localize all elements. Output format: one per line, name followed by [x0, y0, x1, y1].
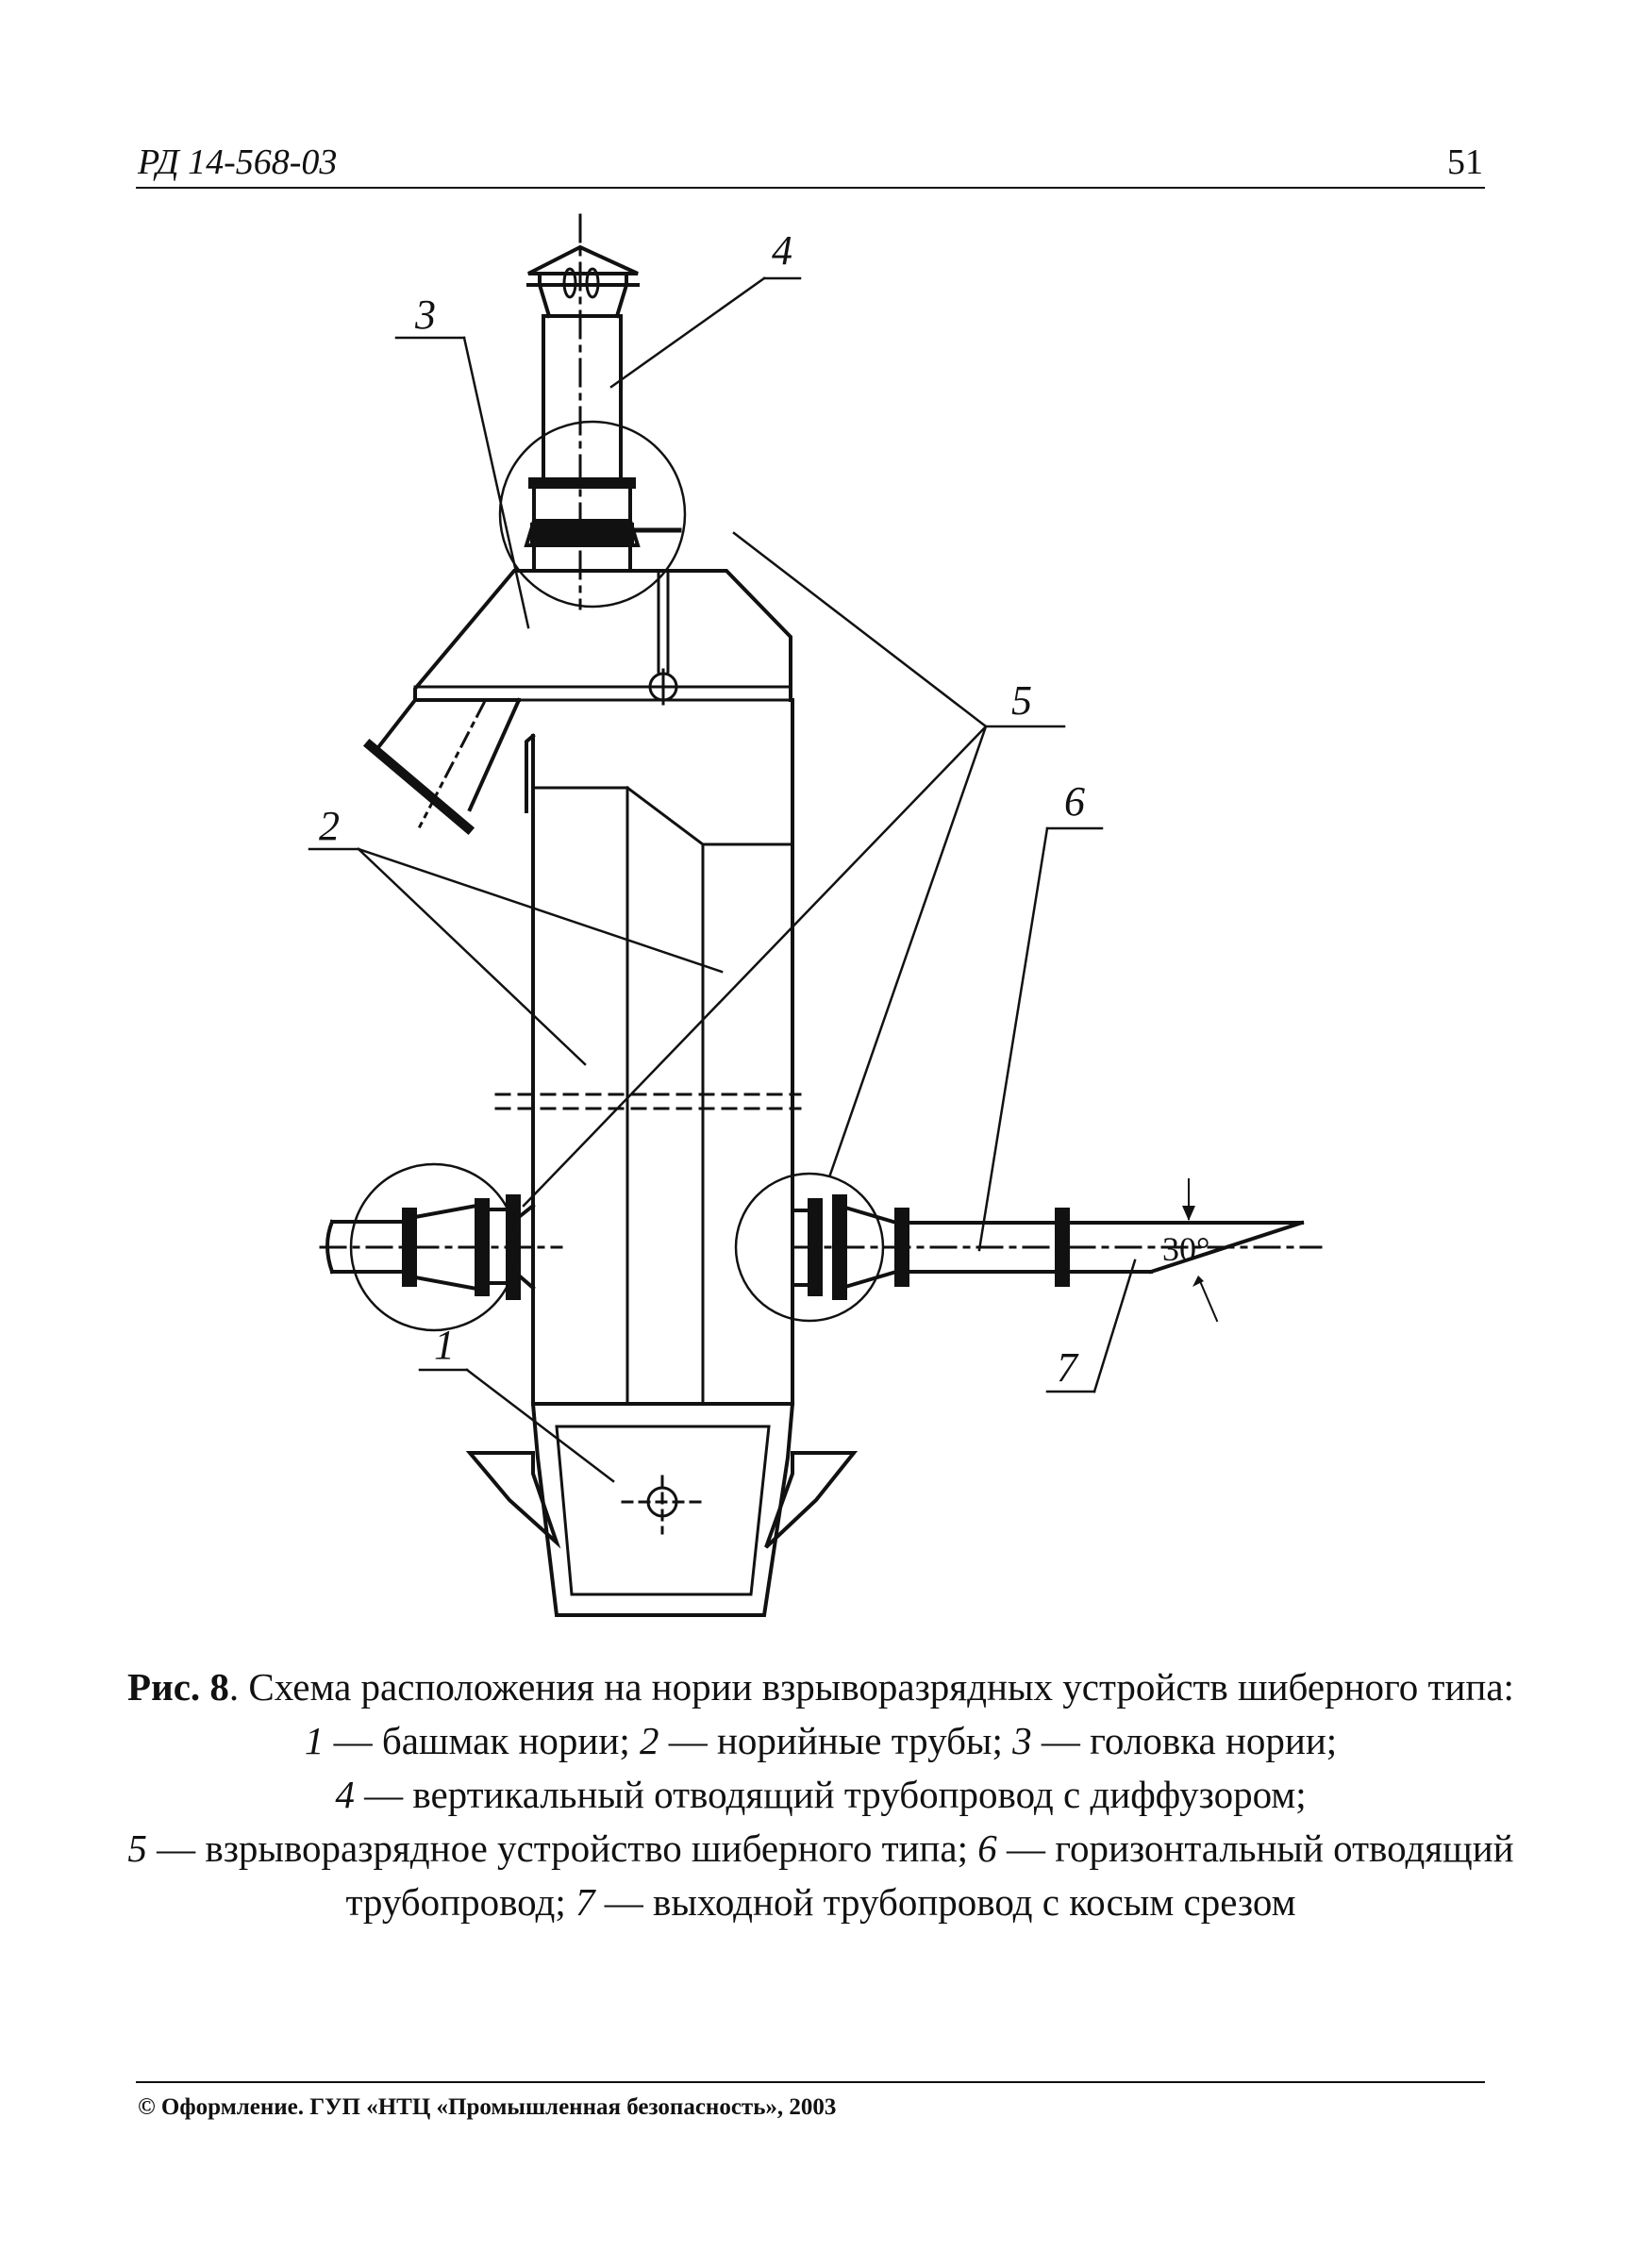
callout-5: 5 — [1011, 677, 1032, 724]
document-code: РД 14-568-03 — [138, 142, 338, 182]
footer-rule — [136, 2081, 1485, 2083]
caption-title: . Схема расположения на нории взрыворазр… — [228, 1665, 1514, 1709]
caption-item-num: 7 — [575, 1880, 595, 1924]
left-vent-device — [325, 1194, 536, 1300]
exhaust-cap — [526, 244, 640, 319]
caption-item-num: 3 — [1012, 1719, 1032, 1762]
angle-label: 30° — [1162, 1230, 1209, 1268]
caption-item-num: 5 — [127, 1826, 147, 1870]
caption-line-3: 4 — вертикальный отводящий трубопровод с… — [123, 1768, 1519, 1822]
elevator-trunk — [494, 698, 802, 1406]
header-rule — [136, 187, 1485, 189]
vertical-discharge-pipe — [524, 314, 682, 573]
callout-7: 7 — [1057, 1344, 1079, 1391]
caption-line-1: Рис. 8. Схема расположения на нории взры… — [123, 1660, 1519, 1714]
caption-item-num: 6 — [977, 1826, 997, 1870]
caption-item-text: — норийные трубы; — [659, 1719, 1013, 1762]
elevator-schematic: 30° — [308, 213, 1323, 1617]
caption-line-4: 5 — взрыворазрядное устройство шиберного… — [123, 1822, 1519, 1929]
caption-item-num: 2 — [639, 1719, 659, 1762]
caption-item-text: — выходной трубопровод с косым срезом — [594, 1880, 1296, 1924]
leader-lines — [308, 276, 1137, 1483]
caption-label: Рис. 8 — [127, 1665, 229, 1709]
caption-item-text: — горизонтальный отводящий трубопровод; — [345, 1826, 1514, 1924]
callout-3: 3 — [414, 292, 436, 338]
angle-dimension: 30° — [1162, 1178, 1219, 1323]
callout-1: 1 — [434, 1322, 455, 1368]
caption-item-text: — взрыворазрядное устройство шиберного т… — [146, 1826, 978, 1870]
caption-line-2: 1 — башмак нории; 2 — норийные трубы; 3 … — [123, 1714, 1519, 1768]
right-vent-device — [791, 1194, 1305, 1300]
callout-2: 2 — [319, 803, 340, 849]
caption-item-text: — вертикальный отводящий трубопровод с д… — [354, 1773, 1307, 1816]
elevator-head — [413, 569, 792, 706]
elevator-boot — [465, 1402, 859, 1617]
caption-item-num: 4 — [335, 1773, 355, 1816]
figure-caption: Рис. 8. Схема расположения на нории взры… — [123, 1660, 1519, 1929]
copyright-footer: © Оформление. ГУП «НТЦ «Промышленная без… — [138, 2094, 837, 2120]
detail-circles — [349, 420, 885, 1332]
callout-4: 4 — [772, 227, 792, 274]
caption-item-text: — головка нории; — [1031, 1719, 1338, 1762]
loading-spout — [362, 697, 522, 836]
caption-item-num: 1 — [304, 1719, 325, 1762]
page-number: 51 — [1447, 142, 1483, 182]
callout-6: 6 — [1064, 778, 1085, 825]
caption-item-text: — башмак нории; — [324, 1719, 640, 1762]
